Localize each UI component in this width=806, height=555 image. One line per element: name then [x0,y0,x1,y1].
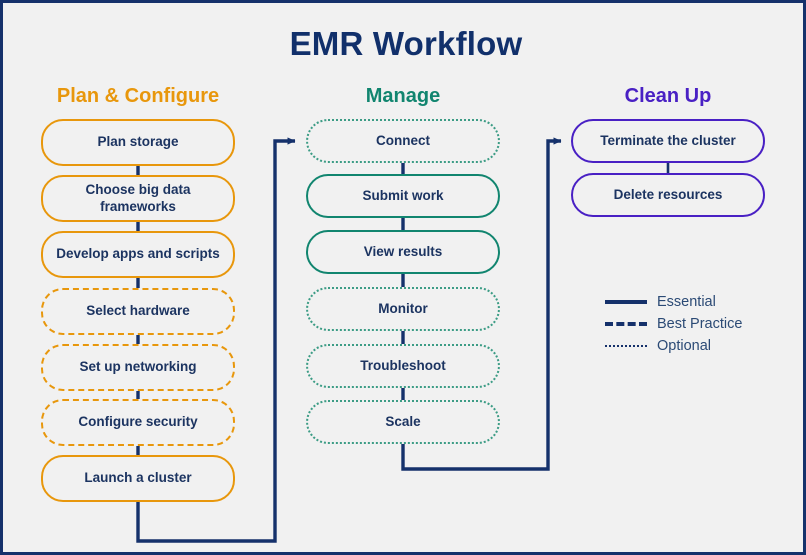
node-plan-storage[interactable]: Plan storage [41,119,235,166]
legend-item-optional: Optional [605,335,780,357]
node-choose-big-data-frameworks[interactable]: Choose big data frameworks [41,175,235,222]
column-header-plan: Plan & Configure [56,85,220,107]
legend-item-essential: Essential [605,291,780,313]
node-connect[interactable]: Connect [306,119,500,163]
node-submit-work[interactable]: Submit work [306,174,500,218]
node-develop-apps-and-scripts[interactable]: Develop apps and scripts [41,231,235,278]
legend-line-optional-icon [605,345,647,347]
node-scale[interactable]: Scale [306,400,500,444]
node-launch-a-cluster[interactable]: Launch a cluster [41,455,235,502]
legend-label-best-practice: Best Practice [657,316,743,332]
node-select-hardware[interactable]: Select hardware [41,288,235,335]
node-set-up-networking[interactable]: Set up networking [41,344,235,391]
legend: Essential Best Practice Optional [605,291,780,357]
node-monitor[interactable]: Monitor [306,287,500,331]
legend-label-essential: Essential [657,294,716,310]
page-title: EMR Workflow [289,25,523,62]
node-troubleshoot[interactable]: Troubleshoot [306,344,500,388]
legend-item-best-practice: Best Practice [605,313,780,335]
legend-label-optional: Optional [657,338,712,354]
legend-line-best-practice-icon [605,322,647,326]
column-header-cleanup: Clean Up [624,85,712,107]
node-configure-security[interactable]: Configure security [41,399,235,446]
column-header-manage: Manage [365,85,441,107]
node-view-results[interactable]: View results [306,230,500,274]
node-terminate-the-cluster[interactable]: Terminate the cluster [571,119,765,163]
node-delete-resources[interactable]: Delete resources [571,173,765,217]
legend-line-essential-icon [605,300,647,304]
